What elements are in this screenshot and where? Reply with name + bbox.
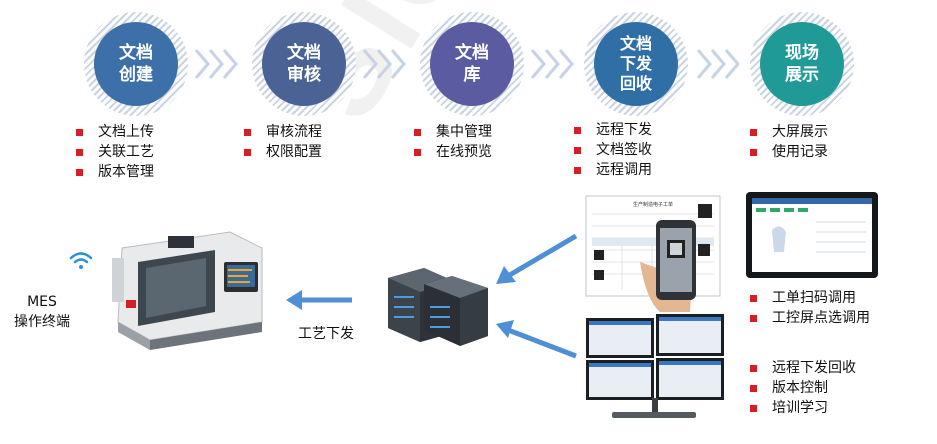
stage-library: 文档 库	[420, 12, 524, 116]
wifi-icon	[69, 252, 93, 269]
stage-create: 文档 创建	[84, 12, 188, 116]
list-item: 远程调用	[570, 160, 652, 180]
stage-create-bullets: 文档上传 关联工艺 版本管理	[72, 122, 154, 182]
stage-library-title: 文档 库	[430, 22, 514, 106]
arrow-left-icon	[507, 327, 577, 359]
list-item: 远程下发回收	[746, 358, 856, 378]
stage-distribute-title: 文档 下发 回收	[594, 22, 678, 106]
list-item: 大屏展示	[746, 122, 828, 142]
list-item: 文档上传	[72, 122, 154, 142]
list-item: 在线预览	[410, 142, 492, 162]
mes-terminal-label: MES 操作终端	[14, 294, 70, 330]
stage-distribute-bullets: 远程下发 文档签收 远程调用	[570, 120, 652, 180]
chevron-right-icon	[696, 49, 740, 79]
list-item: 权限配置	[240, 142, 322, 162]
list-item: 工单扫码调用	[746, 288, 870, 308]
list-item: 培训学习	[746, 398, 856, 418]
stage-review: 文档 审核	[252, 12, 356, 116]
list-item: 工控屏点选调用	[746, 308, 870, 328]
list-item: 文档签收	[570, 140, 652, 160]
server-image	[388, 268, 488, 346]
stage-library-bullets: 集中管理 在线预览	[410, 122, 492, 162]
list-item: 审核流程	[240, 122, 322, 142]
stage-review-bullets: 审核流程 权限配置	[240, 122, 322, 162]
stage-display-bullets: 大屏展示 使用记录	[746, 122, 828, 162]
document-title: 生产制造电子工单	[633, 201, 673, 208]
list-item: 版本控制	[746, 378, 856, 398]
phone-scan-image	[640, 220, 696, 312]
monitor-features-list: 远程下发回收 版本控制 培训学习	[746, 358, 856, 418]
list-item: 使用记录	[746, 142, 828, 162]
arrow-left-icon	[506, 233, 578, 279]
scan-call-list: 工单扫码调用 工控屏点选调用	[746, 288, 870, 328]
multi-monitor-image	[586, 314, 724, 418]
stage-create-title: 文档 创建	[94, 22, 178, 106]
stage-distribute: 文档 下发 回收	[584, 12, 688, 116]
industrial-screen-image	[746, 192, 878, 278]
stage-display: 现场 展示	[750, 12, 854, 116]
list-item: 远程下发	[570, 120, 652, 140]
chevron-right-icon	[530, 49, 574, 79]
stage-review-title: 文档 审核	[262, 22, 346, 106]
list-item: 版本管理	[72, 162, 154, 182]
stage-display-title: 现场 展示	[760, 22, 844, 106]
chevron-right-icon	[362, 49, 406, 79]
process-dispatch-label: 工艺下发	[298, 326, 354, 342]
list-item: 集中管理	[410, 122, 492, 142]
cnc-machine-image	[112, 231, 263, 350]
chevron-right-icon	[194, 49, 238, 79]
list-item: 关联工艺	[72, 142, 154, 162]
